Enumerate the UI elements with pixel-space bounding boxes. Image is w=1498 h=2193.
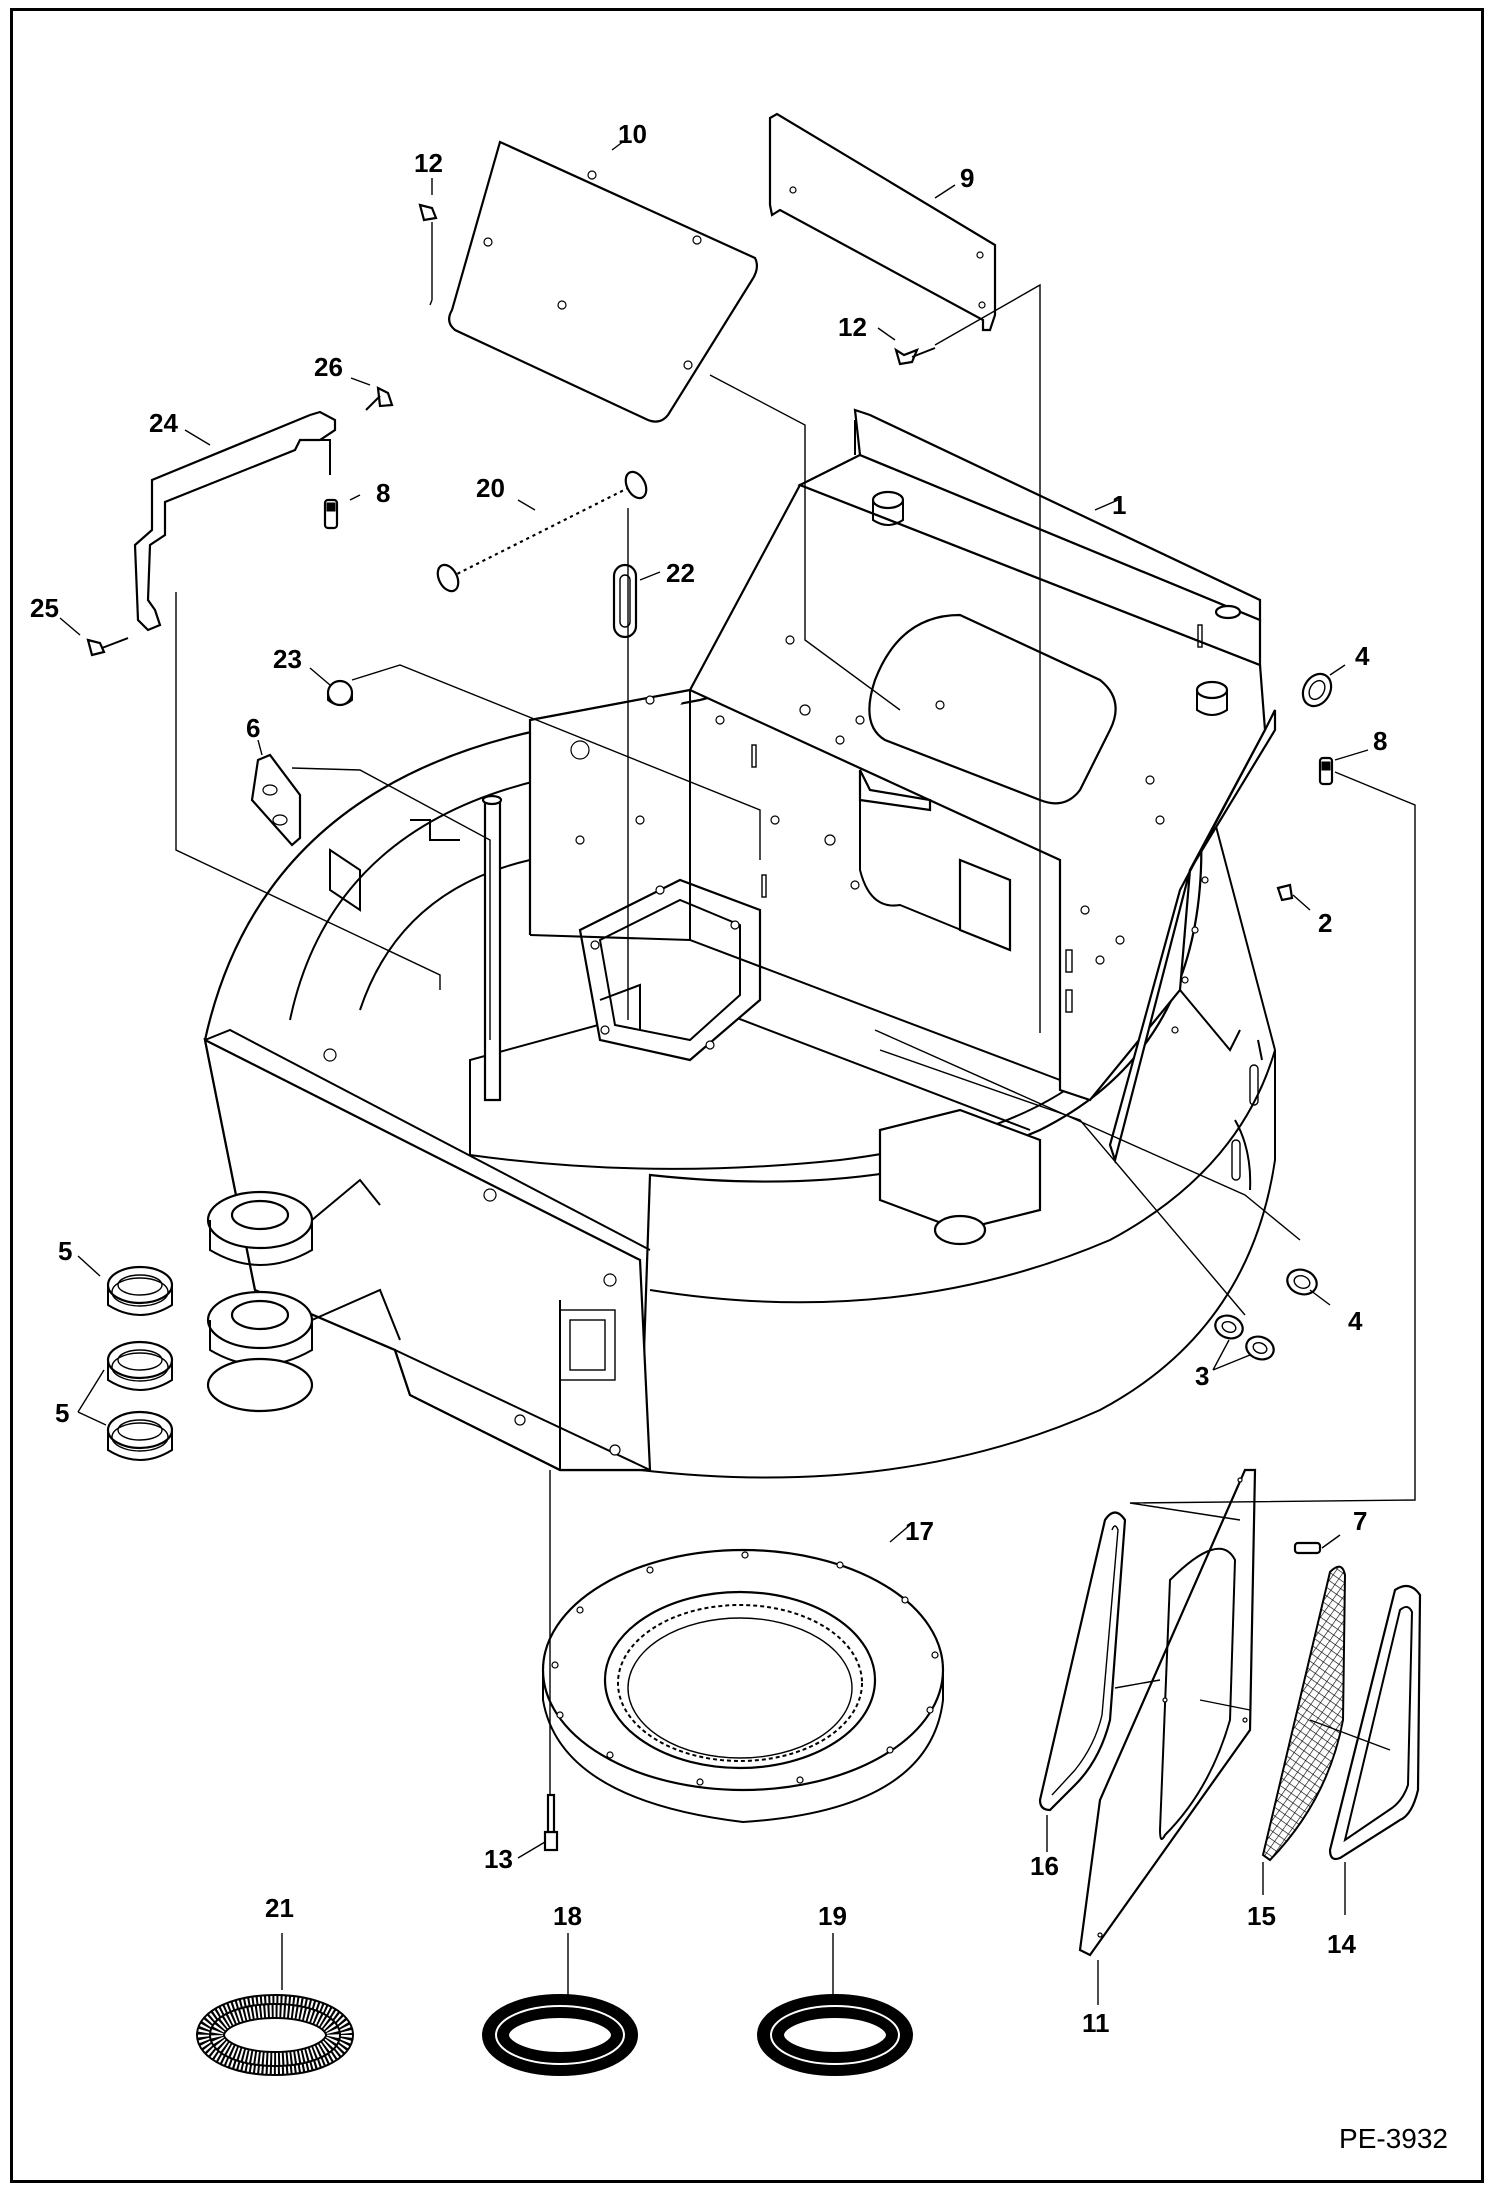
callout-25: 25 [30,593,59,623]
callout-4-top: 4 [1355,641,1370,671]
window-frame-11 [1078,1468,1257,1957]
callout-12-left: 12 [414,148,443,178]
callout-20: 20 [476,473,505,503]
callout-19: 19 [818,1901,847,1931]
callout-23: 23 [273,644,302,674]
bushing-5-bottom [106,1410,174,1461]
clip-8-left [323,498,339,530]
upper-frame-assembly [203,408,1277,1479]
callout-7: 7 [1353,1506,1367,1536]
callout-13: 13 [484,1844,513,1874]
callout-6: 6 [246,713,260,743]
hose-19 [757,1994,913,2076]
callout-12-right: 12 [838,312,867,342]
callout-1: 1 [1112,490,1126,520]
callout-8-right: 8 [1373,726,1387,756]
window-seal-16 [1038,1511,1127,1812]
callout-9: 9 [960,163,974,193]
callout-17: 17 [905,1516,934,1546]
hose-21 [196,1994,354,2076]
callout-11: 11 [1082,2008,1110,2038]
clip-8-right [1318,756,1334,786]
callout-15: 15 [1247,1901,1276,1931]
callout-18: 18 [553,1901,582,1931]
plug-23 [326,679,354,707]
swing-bearing-17 [541,1548,945,1824]
cover-plate-9 [768,112,997,332]
bolt-13 [543,1793,559,1852]
grommet-4-bottom [1286,1268,1318,1296]
page-code: PE-3932 [1339,2123,1448,2154]
cover-plate-10 [448,140,759,423]
bolt-12-right [894,347,936,366]
callout-4-bottom: 4 [1348,1306,1363,1336]
callout-2: 2 [1318,908,1332,938]
callout-24: 24 [149,408,178,438]
callout-14: 14 [1327,1929,1356,1959]
callout-21: 21 [265,1893,294,1923]
callout-5-top: 5 [58,1236,72,1266]
hose-18 [482,1994,638,2076]
callout-10: 10 [618,119,647,149]
callout-5-bottom: 5 [55,1398,69,1428]
callout-labels: 1 2 3 4 4 5 5 6 7 8 8 9 10 11 12 12 13 1… [30,119,1387,2038]
bushing-5-top [106,1265,174,1316]
bushing-5-mid [106,1340,174,1391]
strap-22 [612,563,638,639]
bolt-26 [365,386,394,411]
callout-22: 22 [666,558,695,588]
grommet-4-top [1301,672,1333,708]
window-trim-14 [1328,1584,1422,1861]
bolt-12-left [418,203,438,222]
mesh-screen-15 [1261,1565,1347,1862]
grommet-3 [1214,1314,1275,1361]
pin-7 [1293,1541,1322,1555]
block-6 [250,753,302,847]
callout-8-left: 8 [376,478,390,508]
callout-26: 26 [314,352,343,382]
callout-3: 3 [1195,1361,1209,1391]
flex-hose-20 [436,470,648,593]
bracket-24 [133,410,337,632]
clip-2 [1276,883,1294,902]
callout-16: 16 [1030,1851,1059,1881]
leader-lines [59,137,1416,2005]
bolt-25 [86,637,129,657]
